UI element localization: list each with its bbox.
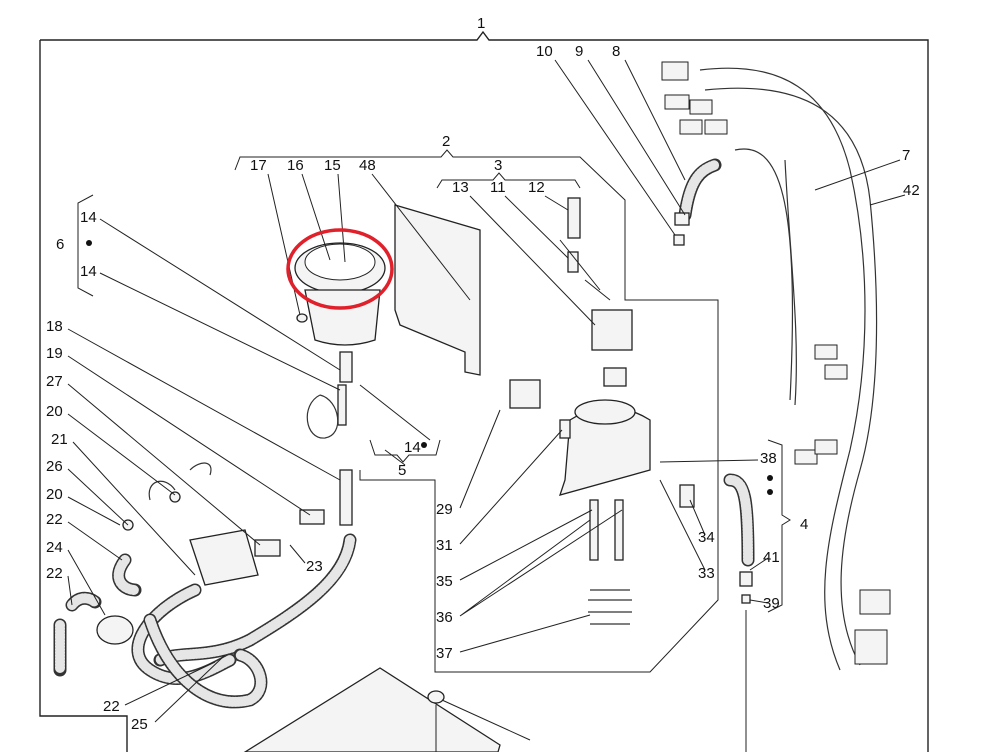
label-6: 6 — [56, 236, 64, 253]
label-37: 37 — [436, 645, 453, 662]
group-3-bracket — [436, 172, 581, 189]
label-21: 21 — [51, 431, 68, 448]
label-26: 26 — [46, 458, 63, 475]
label-34: 34 — [698, 529, 715, 546]
label-16: 16 — [287, 157, 304, 174]
label-29: 29 — [436, 501, 453, 518]
wiring-harness-7 — [699, 67, 866, 671]
label-8: 8 — [612, 43, 620, 60]
callout-labels: 1 10 9 8 7 42 2 3 13 11 12 17 16 15 48 6… — [46, 15, 920, 733]
label-14c: 14 — [404, 439, 421, 456]
group-6-bracket — [77, 194, 94, 297]
connector-group — [661, 61, 891, 665]
group-4-bracket — [767, 439, 791, 613]
label-17: 17 — [250, 157, 267, 174]
group-5-bracket — [369, 439, 441, 463]
base-plate — [243, 667, 501, 752]
highlight-circle — [286, 228, 394, 310]
assembly-1-frame — [39, 30, 929, 752]
label-14b: 14 — [80, 263, 97, 280]
funnel-body-16 — [304, 289, 381, 346]
label-33: 33 — [698, 565, 715, 582]
label-14a: 14 — [80, 209, 97, 226]
pressure-switch-24 — [96, 615, 134, 645]
label-38: 38 — [760, 450, 777, 467]
label-2: 2 — [442, 133, 450, 150]
switch-29 — [509, 379, 541, 409]
label-19: 19 — [46, 345, 63, 362]
label-18: 18 — [46, 318, 63, 335]
label-9: 9 — [575, 43, 583, 60]
label-1: 1 — [477, 15, 485, 32]
label-23: 23 — [306, 558, 323, 575]
label-15: 15 — [324, 157, 341, 174]
label-5: 5 — [398, 462, 406, 479]
label-11: 11 — [490, 179, 506, 196]
label-4: 4 — [800, 516, 808, 533]
label-10: 10 — [536, 43, 553, 60]
label-27: 27 — [46, 373, 63, 390]
heating-element-37 — [588, 589, 632, 625]
label-39: 39 — [763, 595, 780, 612]
pump-21 — [189, 529, 259, 586]
label-13: 13 — [452, 179, 469, 196]
leader-lines — [67, 59, 906, 723]
label-31: 31 — [436, 537, 453, 554]
label-22a: 22 — [46, 511, 63, 528]
label-25: 25 — [131, 716, 148, 733]
label-42: 42 — [903, 182, 920, 199]
label-22c: 22 — [103, 698, 120, 715]
group-2-bracket — [234, 149, 719, 673]
label-24: 24 — [46, 539, 63, 556]
label-12: 12 — [528, 179, 545, 196]
label-36: 36 — [436, 609, 453, 626]
label-3: 3 — [494, 157, 502, 174]
label-41: 41 — [763, 549, 780, 566]
wiring-harness-42 — [704, 87, 878, 666]
label-35: 35 — [436, 573, 453, 590]
label-48: 48 — [359, 157, 376, 174]
label-20a: 20 — [46, 403, 63, 420]
label-22b: 22 — [46, 565, 63, 582]
label-20b: 20 — [46, 486, 63, 503]
bracket-48 — [394, 204, 481, 376]
solenoid-valve-13 — [591, 309, 633, 351]
label-7: 7 — [902, 147, 910, 164]
